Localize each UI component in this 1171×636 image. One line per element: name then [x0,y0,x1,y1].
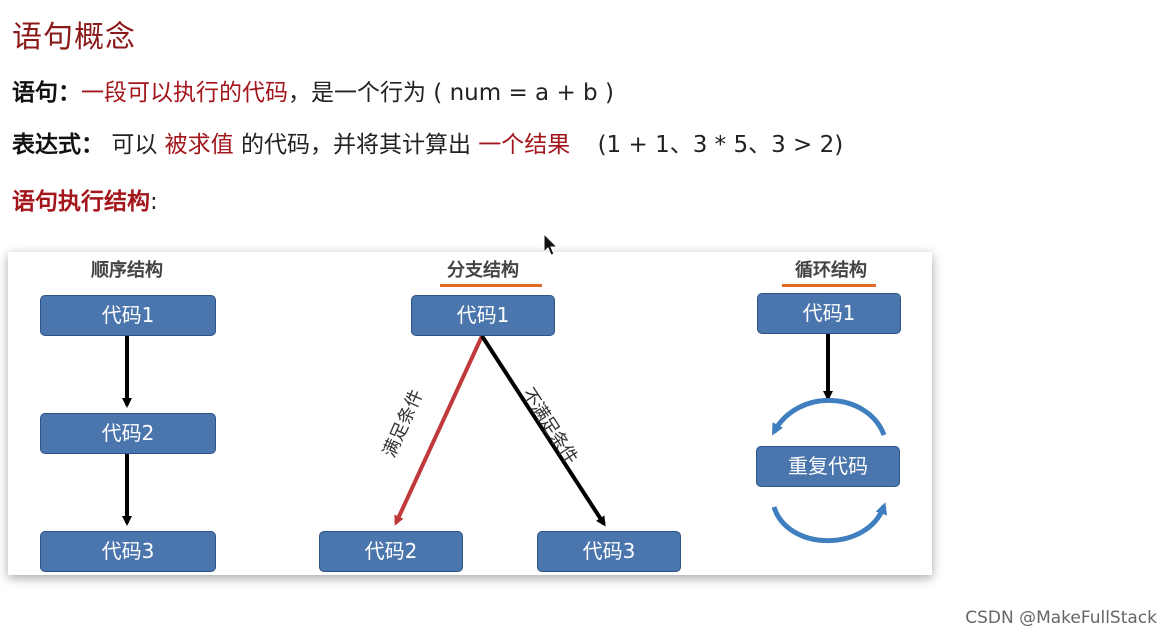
expression-highlight-2: 一个结果 [478,132,571,158]
statement-label: 语句： [12,80,81,106]
sequence-box-3: 代码3 [40,531,216,572]
loop-title-underline [782,284,876,287]
page-title: 语句概念 [12,20,136,55]
diagram-arrows [122,334,888,544]
loop-bottom-curve-icon [771,502,888,544]
loop-title: 循环结构 [795,260,867,281]
expression-examples: (1 + 1、3 * 5、3 > 2) [597,132,844,158]
flow-diagram-panel: 顺序结构 代码1 代码2 代码3 分支结构 代码1 代码2 代码3 满足条件 不… [8,252,932,575]
statement-rest: ，是一个行为 ( num = a + b ) [288,80,614,106]
expression-line: 表达式： 可以 被求值 的代码，并将其计算出 一个结果 (1 + 1、3 * 5… [12,125,843,159]
sequence-title: 顺序结构 [91,260,163,281]
branch-false-arrow [480,334,606,527]
loop-top-box: 代码1 [757,293,901,334]
branch-true-arrow [394,335,484,526]
branch-title: 分支结构 [447,260,519,281]
branch-top-box: 代码1 [411,295,555,336]
expression-mid: 的代码，并将其计算出 [240,132,471,158]
mouse-cursor-icon [543,233,559,256]
branch-right-box: 代码3 [537,531,681,572]
loop-top-curve-icon [771,397,887,436]
watermark: CSDN @MakeFullStack [965,608,1157,628]
expression-pre: 可以 [111,132,158,158]
loop-repeat-box: 重复代码 [756,446,900,487]
structures-label: 语句执行结构 [12,189,150,215]
branch-title-underline [440,284,542,287]
branch-left-box: 代码2 [319,531,463,572]
sequence-box-1: 代码1 [40,295,216,336]
sequence-box-2: 代码2 [40,413,216,454]
statement-line: 语句：一段可以执行的代码，是一个行为 ( num = a + b ) [12,73,614,107]
statement-highlight: 一段可以执行的代码 [81,80,288,106]
expression-highlight-1: 被求值 [164,132,234,158]
expression-label: 表达式： [12,132,104,158]
structures-colon: : [150,189,158,215]
structures-heading: 语句执行结构: [12,182,158,216]
